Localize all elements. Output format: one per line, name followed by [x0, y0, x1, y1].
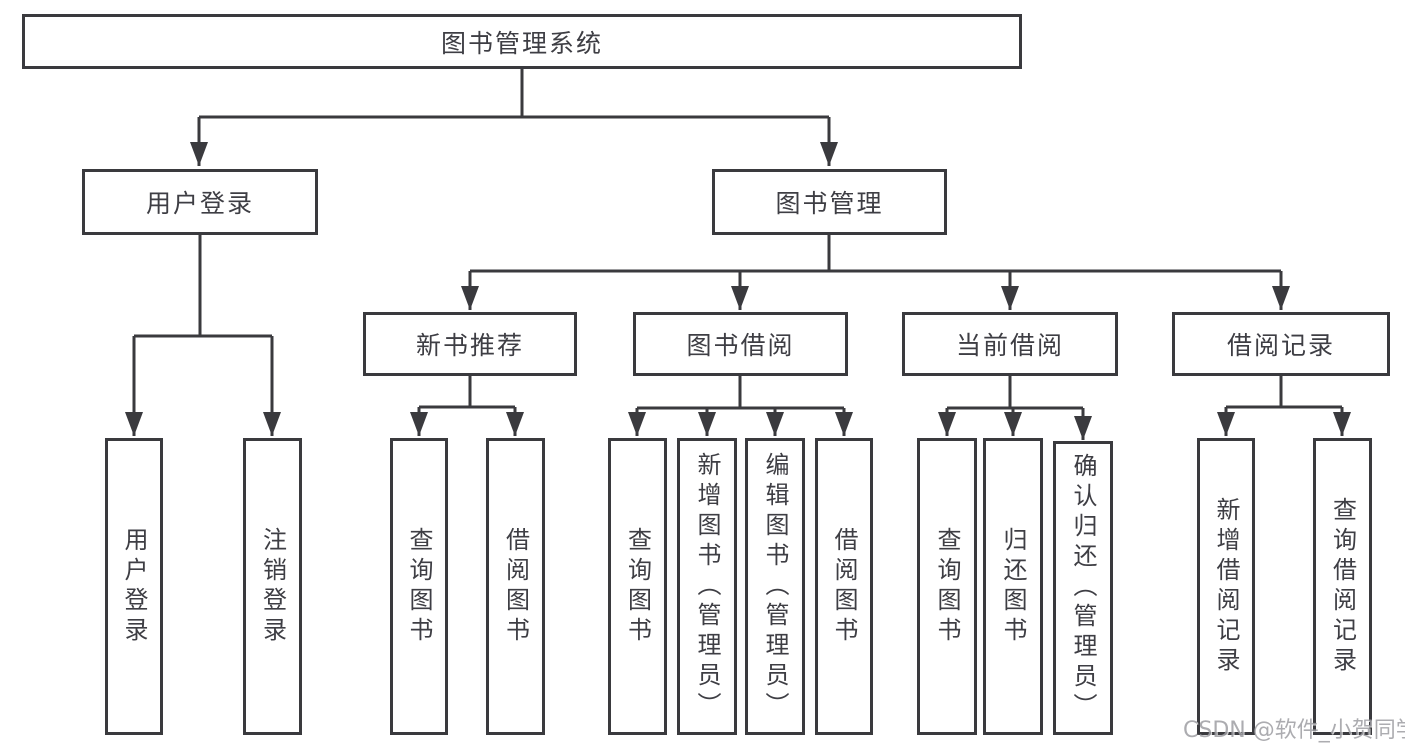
node-new-book-recommend: 新书推荐	[363, 312, 577, 376]
node-label: 图书借阅	[686, 331, 795, 360]
node-label: 查询借阅记录	[1328, 496, 1357, 677]
node-label: 编辑图书（管理员）	[761, 451, 789, 722]
connector-root-spine	[199, 69, 829, 119]
node-user-login-branch: 用户登录	[82, 169, 318, 235]
node-label: 新增借阅记录	[1212, 496, 1240, 677]
node-label: 当前借阅	[955, 331, 1064, 360]
node-label: 归还图书	[999, 526, 1027, 647]
node-label: 借阅记录	[1226, 331, 1335, 360]
node-label: 新书推荐	[415, 331, 524, 360]
connector-records-spine	[1226, 376, 1342, 409]
node-borrow-books-newrec: 借阅图书	[486, 438, 545, 735]
node-library-system: 图书管理系统	[22, 14, 1022, 69]
node-label: 查询图书	[933, 526, 961, 647]
node-user-login: 用户登录	[105, 438, 163, 735]
node-borrow-books: 借阅图书	[815, 438, 873, 735]
node-book-management: 图书管理	[712, 169, 947, 235]
node-query-borrow-record: 查询借阅记录	[1313, 438, 1372, 735]
node-label: 借阅图书	[501, 526, 530, 647]
node-return-books: 归还图书	[983, 438, 1043, 735]
connector-borrow-spine	[637, 376, 844, 410]
node-logout-login: 注销登录	[243, 438, 302, 735]
connector-newbook-spine	[419, 376, 515, 409]
connector-userlogin-spine	[134, 235, 272, 338]
connector-bookmgmt-spine	[470, 235, 1281, 273]
node-add-borrow-record: 新增借阅记录	[1197, 438, 1255, 735]
node-query-books-borrow: 查询图书	[608, 438, 667, 735]
node-label: 注销登录	[258, 526, 287, 647]
node-query-books-current: 查询图书	[917, 438, 977, 735]
node-edit-books-admin: 编辑图书（管理员）	[745, 438, 805, 735]
node-label: 图书管理系统	[440, 28, 603, 58]
node-label: 确认归还（管理员）	[1069, 453, 1097, 723]
node-add-books-admin: 新增图书（管理员）	[677, 438, 737, 735]
node-query-books-newrec: 查询图书	[390, 438, 448, 735]
node-label: 用户登录	[120, 526, 148, 647]
node-label: 新增图书（管理员）	[693, 451, 721, 722]
node-confirm-return-admin: 确认归还（管理员）	[1053, 441, 1113, 735]
node-book-borrowing: 图书借阅	[633, 312, 848, 376]
node-label: 借阅图书	[830, 526, 858, 647]
connector-current-spine	[947, 376, 1083, 410]
node-label: 图书管理	[775, 189, 884, 218]
node-label: 用户登录	[145, 189, 254, 218]
node-borrowing-records: 借阅记录	[1172, 312, 1390, 376]
node-current-borrowing: 当前借阅	[902, 312, 1118, 376]
node-label: 查询图书	[405, 526, 433, 647]
csdn-watermark: CSDN @软件_小贺同学	[1183, 718, 1405, 743]
node-label: 查询图书	[623, 526, 652, 647]
